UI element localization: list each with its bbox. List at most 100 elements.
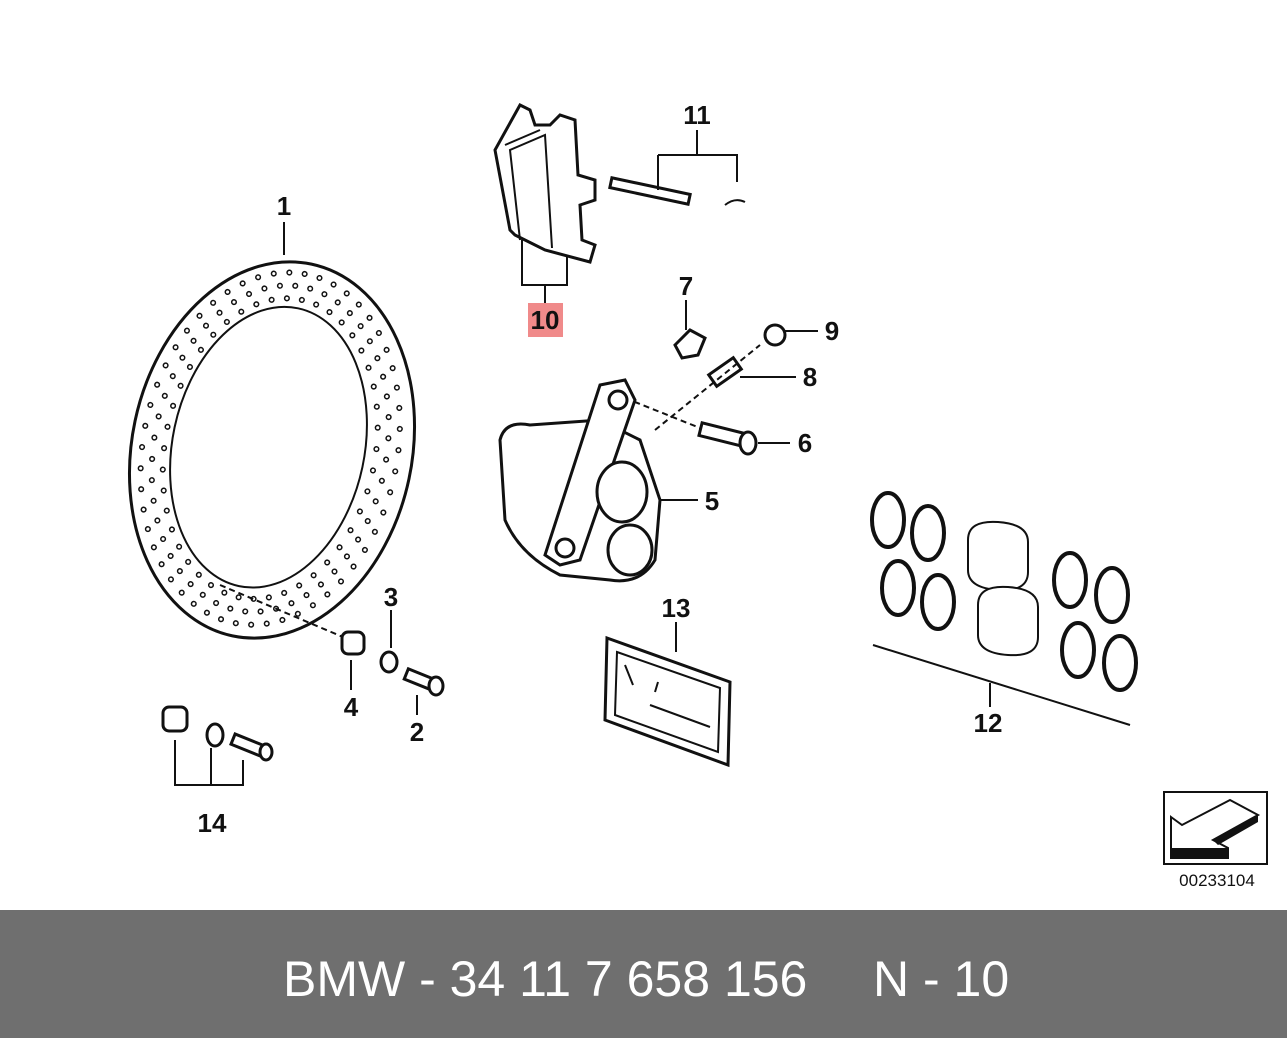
disc-hole <box>364 488 371 495</box>
disc-hole <box>167 576 174 583</box>
disc-hole <box>155 413 162 420</box>
callout-14[interactable]: 14 <box>198 808 227 838</box>
disc-hole <box>210 331 217 338</box>
disc-hole <box>268 296 275 303</box>
disc-hole <box>138 443 146 451</box>
disc-hole <box>395 447 402 454</box>
reference-number: 00233104 <box>1179 871 1255 890</box>
disc-hole <box>392 468 399 475</box>
bolt-2 <box>402 666 445 697</box>
disc-hole <box>334 299 341 306</box>
callout-3[interactable]: 3 <box>384 582 398 612</box>
disc-hole <box>265 594 272 601</box>
disc-hole <box>331 568 338 575</box>
disc-hole <box>396 425 403 432</box>
disc-hole <box>349 332 356 339</box>
disc-hole <box>238 308 245 315</box>
brake-pads <box>493 103 597 264</box>
disc-hole <box>185 558 192 565</box>
disc-hole <box>170 402 177 409</box>
disc-hole <box>223 318 230 325</box>
disc-hole <box>370 383 377 390</box>
disc-hole <box>346 310 353 317</box>
disc-hole <box>279 616 286 624</box>
disc-hole <box>364 518 371 525</box>
callout-13[interactable]: 13 <box>662 593 691 623</box>
disc-hole <box>263 620 270 627</box>
disc-hole <box>202 322 210 329</box>
disc-hole <box>303 592 310 599</box>
disc-hole <box>150 497 157 504</box>
disc-hole <box>261 285 268 292</box>
disc-hole <box>369 467 377 474</box>
disc-hole <box>160 535 167 543</box>
disc-hole <box>310 572 317 579</box>
disc-hole <box>365 364 372 371</box>
disc-hole <box>186 363 194 371</box>
disc-hole <box>150 544 157 551</box>
orientation-arrow-icon <box>1163 791 1268 865</box>
disc-hole <box>158 561 165 568</box>
disc-hole <box>383 346 390 353</box>
disc-hole <box>361 546 368 553</box>
disc-hole <box>213 599 220 607</box>
disc-hole <box>373 403 380 410</box>
disc-hole <box>298 296 305 303</box>
disc-hole <box>255 274 262 281</box>
disc-hole <box>276 282 283 289</box>
callout-7[interactable]: 7 <box>679 271 693 301</box>
callout-12[interactable]: 12 <box>974 708 1003 738</box>
disc-hole <box>239 280 246 287</box>
disc-hole <box>149 455 156 463</box>
disc-hole <box>230 299 238 306</box>
highlight-10 <box>528 303 563 337</box>
disc-hole <box>338 319 345 326</box>
disc-hole <box>358 347 365 354</box>
callout-11[interactable]: 11 <box>683 100 711 130</box>
disc-hole <box>154 381 161 388</box>
disc-hole <box>199 591 206 598</box>
callout-2[interactable]: 2 <box>410 717 424 747</box>
disc-hole <box>172 344 179 351</box>
disc-hole <box>355 301 362 308</box>
disc-hole <box>224 288 231 296</box>
disc-hole <box>148 477 155 484</box>
nut-4 <box>340 630 366 656</box>
disc-hole <box>177 382 184 389</box>
callout-10[interactable]: 10 <box>531 305 560 335</box>
callout-1[interactable]: 1 <box>277 191 291 221</box>
disc-hole <box>190 600 197 607</box>
disc-hole <box>324 559 331 566</box>
position-number: N - 10 <box>873 951 1010 1007</box>
callout-5[interactable]: 5 <box>705 486 719 516</box>
disc-hole <box>142 422 149 429</box>
disc-hole <box>378 477 385 484</box>
disc-hole <box>216 309 223 316</box>
disc-hole <box>283 295 290 302</box>
disc-hole <box>178 589 185 596</box>
disc-hole <box>350 563 357 570</box>
disc-hole <box>196 312 203 319</box>
disc-hole <box>147 401 154 409</box>
disc-hole <box>286 269 293 276</box>
disc-hole <box>176 543 183 550</box>
callout-4[interactable]: 4 <box>344 692 359 722</box>
disc-hole <box>374 355 381 362</box>
disc-hole <box>160 487 167 494</box>
callout-9[interactable]: 9 <box>825 316 839 346</box>
disc-hole <box>383 393 390 400</box>
disc-hole <box>355 536 362 543</box>
disc-hole <box>330 281 337 288</box>
part-number: BMW - 34 11 7 658 156 <box>283 951 808 1007</box>
callout-8[interactable]: 8 <box>803 362 817 392</box>
washer-3 <box>379 650 399 674</box>
disc-hole <box>393 384 400 391</box>
disc-hole <box>248 621 255 628</box>
disc-hole <box>137 465 144 472</box>
disc-hole <box>357 323 364 330</box>
disc-hole <box>380 509 387 516</box>
disc-hole <box>366 314 373 321</box>
disc-hole <box>176 568 183 575</box>
disc-hole <box>396 404 403 412</box>
callout-6[interactable]: 6 <box>798 428 812 458</box>
